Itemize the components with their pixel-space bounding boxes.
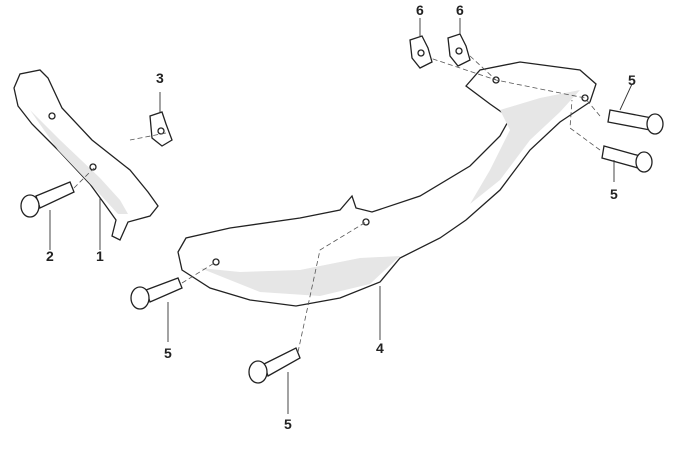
label-4: 4 — [376, 340, 384, 356]
part-6-clip-right — [447, 33, 471, 67]
label-6: 6 — [456, 2, 464, 18]
part-4-handle — [177, 61, 597, 307]
part-5-screw-b — [248, 347, 301, 384]
part-3-clip — [149, 111, 173, 147]
label-3: 3 — [156, 70, 164, 86]
part-5-screw-a — [130, 277, 183, 310]
part-1-bracket — [13, 69, 159, 241]
part-2-screw — [20, 181, 75, 218]
label-1: 1 — [96, 248, 104, 264]
part-5-screw-c — [607, 109, 664, 135]
label-5: 5 — [610, 186, 618, 202]
label-2: 2 — [46, 248, 54, 264]
label-5: 5 — [164, 345, 172, 361]
label-6: 6 — [416, 2, 424, 18]
label-5: 5 — [284, 416, 292, 432]
part-5-screw-d — [601, 145, 653, 173]
part-6-clip-left — [409, 35, 433, 69]
label-5: 5 — [628, 72, 636, 88]
